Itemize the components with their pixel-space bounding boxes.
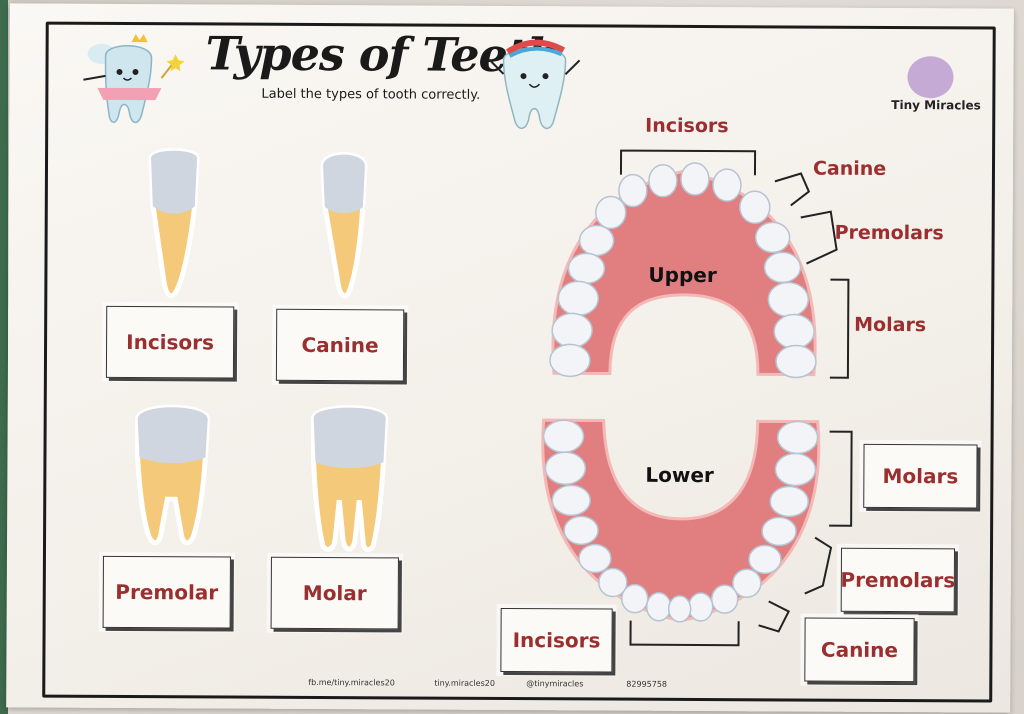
footer-instagram: tiny.miracles20	[434, 678, 495, 688]
worksheet-subtitle: Label the types of tooth correctly.	[261, 86, 481, 103]
footer-whatsapp: 82995758	[626, 679, 668, 689]
upper-label-premolars: Premolars	[834, 221, 944, 245]
lower-brackets	[629, 430, 853, 647]
upper-brackets	[619, 149, 850, 379]
label-card-lower-canine[interactable]: Canine	[804, 617, 915, 683]
label-card-lower-incisors[interactable]: Incisors	[500, 607, 613, 673]
label-card-lower-molars[interactable]: Molars	[863, 443, 978, 509]
label-card-canine[interactable]: Canine	[275, 308, 405, 382]
upper-label-incisors: Incisors	[645, 114, 729, 138]
incisor-tooth-icon	[148, 148, 200, 299]
brand-name: Tiny Miracles	[891, 97, 981, 113]
worksheet: Types of Teeth Label the types of tooth …	[6, 3, 1014, 713]
label-card-premolar[interactable]: Premolar	[102, 555, 231, 629]
premolar-tooth-icon	[134, 404, 211, 546]
label-card-lower-premolars[interactable]: Premolars	[840, 547, 955, 613]
footer-facebook: fb.me/tiny.miracles20	[308, 677, 395, 688]
footer-carousell: @tinymiracles	[526, 679, 584, 689]
background-mat-edge	[0, 0, 8, 714]
upper-label-canine: Canine	[812, 157, 887, 180]
upper-jaw-diagram	[549, 162, 817, 379]
upper-label-molars: Molars	[854, 313, 927, 337]
happy-tooth-mascot	[488, 39, 581, 130]
label-card-molar[interactable]: Molar	[270, 556, 399, 630]
lower-jaw-diagram	[541, 418, 821, 623]
fairy-tooth-mascot	[83, 34, 185, 124]
molar-tooth-icon	[310, 405, 389, 553]
canine-tooth-icon	[320, 152, 368, 299]
label-card-incisors[interactable]: Incisors	[105, 305, 235, 379]
bunny-logo-icon	[907, 56, 954, 99]
